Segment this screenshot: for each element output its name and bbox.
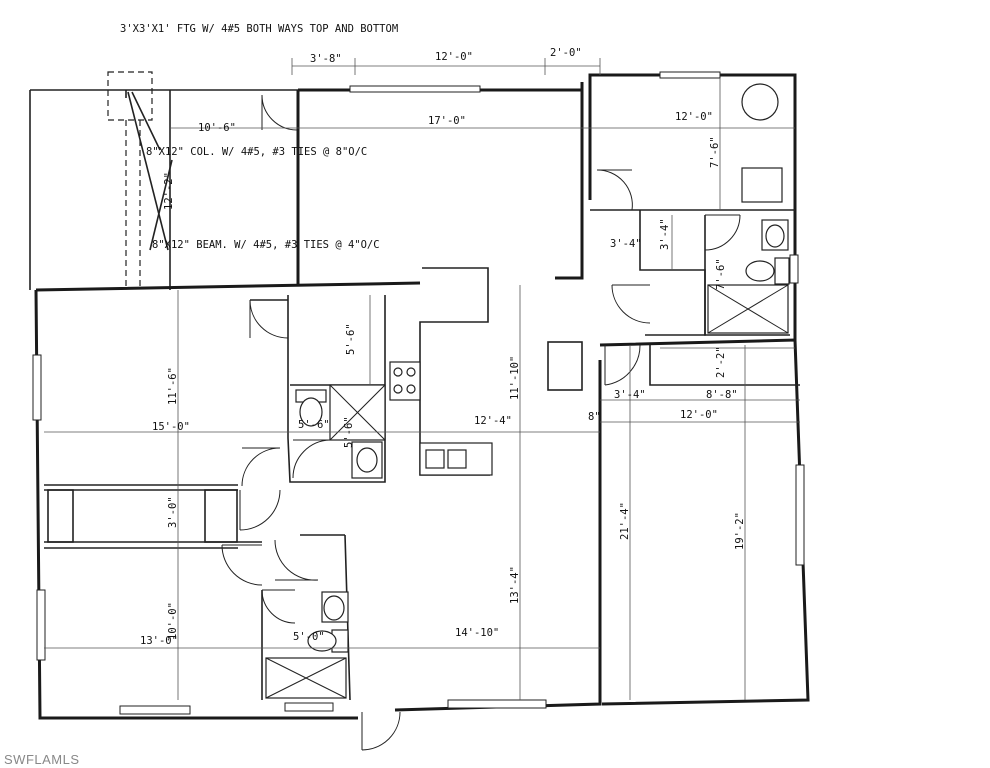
lanai-outline	[29, 89, 298, 290]
dim-top-right-span: 2'-0"	[550, 47, 582, 59]
dim-bed2-depth: 11'-6"	[167, 367, 179, 405]
watermark: SWFLAMLS	[4, 752, 80, 767]
dim-garage-depth-inner: 19'-2"	[734, 512, 746, 550]
dim-top-left-span: 3'-8"	[310, 53, 342, 65]
dim-walkin-width: 3'-4"	[610, 238, 642, 250]
dim-laundry-width: 8'-8"	[706, 389, 738, 401]
dim-hall-bath-width: 5'-6"	[298, 419, 330, 431]
interior-walls	[44, 83, 800, 701]
dim-hall-bath-depth: 5'-6"	[343, 416, 355, 448]
dim-closet-depth: 5'-6"	[345, 323, 357, 355]
exterior-walls	[34, 73, 810, 720]
dim-living-width: 17'-0"	[428, 115, 466, 127]
footing-detail	[107, 71, 173, 290]
dim-garage-entry-width: 3'-4"	[614, 389, 646, 401]
dim-master-width: 12'-0"	[675, 111, 713, 123]
dimension-lines	[44, 58, 800, 700]
dim-linen-depth: 3'-0"	[167, 496, 179, 528]
dim-master-depth: 7'-6"	[709, 136, 721, 168]
dim-garage-width: 12'-0"	[680, 409, 718, 421]
dim-bed3-width: 13'-0"	[140, 635, 178, 647]
dim-top-mid-span: 12'-0"	[435, 51, 473, 63]
dim-garage-offset: 8"	[588, 411, 601, 423]
dim-laundry-depth: 2'-2"	[715, 346, 727, 378]
dim-kitchen-depth: 11'-10"	[509, 356, 521, 400]
fixtures	[265, 219, 790, 699]
dimension-labels: 3'-8" 12'-0" 2'-0" 10'-6" 12'-2" 17'-0" …	[140, 47, 746, 647]
dim-walkin-depth: 3'-4"	[659, 218, 671, 250]
dim-bath3-width: 5'-0"	[293, 631, 325, 643]
dim-family-width: 14'-10"	[455, 627, 499, 639]
dim-bed3-depth: 10'-0"	[167, 602, 179, 640]
dim-family-depth: 13'-4"	[509, 566, 521, 604]
dim-kitchen-width: 12'-4"	[474, 415, 512, 427]
column-note: 8"X12" COL. W/ 4#5, #3 TIES @ 8"O/C	[146, 146, 367, 158]
dim-lanai-width: 10'-6"	[198, 122, 236, 134]
beam-note: 8"X12" BEAM. W/ 4#5, #3 TIES @ 4"O/C	[152, 239, 380, 251]
dim-bed2-width: 15'-0"	[152, 421, 190, 433]
windows	[32, 71, 805, 715]
dim-master-bath-depth: 7'-6"	[715, 258, 727, 290]
dim-lanai-depth: 12'-2"	[163, 172, 175, 210]
dim-garage-depth-outer: 21'-4"	[619, 502, 631, 540]
footing-note: 3'X3'X1' FTG W/ 4#5 BOTH WAYS TOP AND BO…	[120, 23, 398, 35]
